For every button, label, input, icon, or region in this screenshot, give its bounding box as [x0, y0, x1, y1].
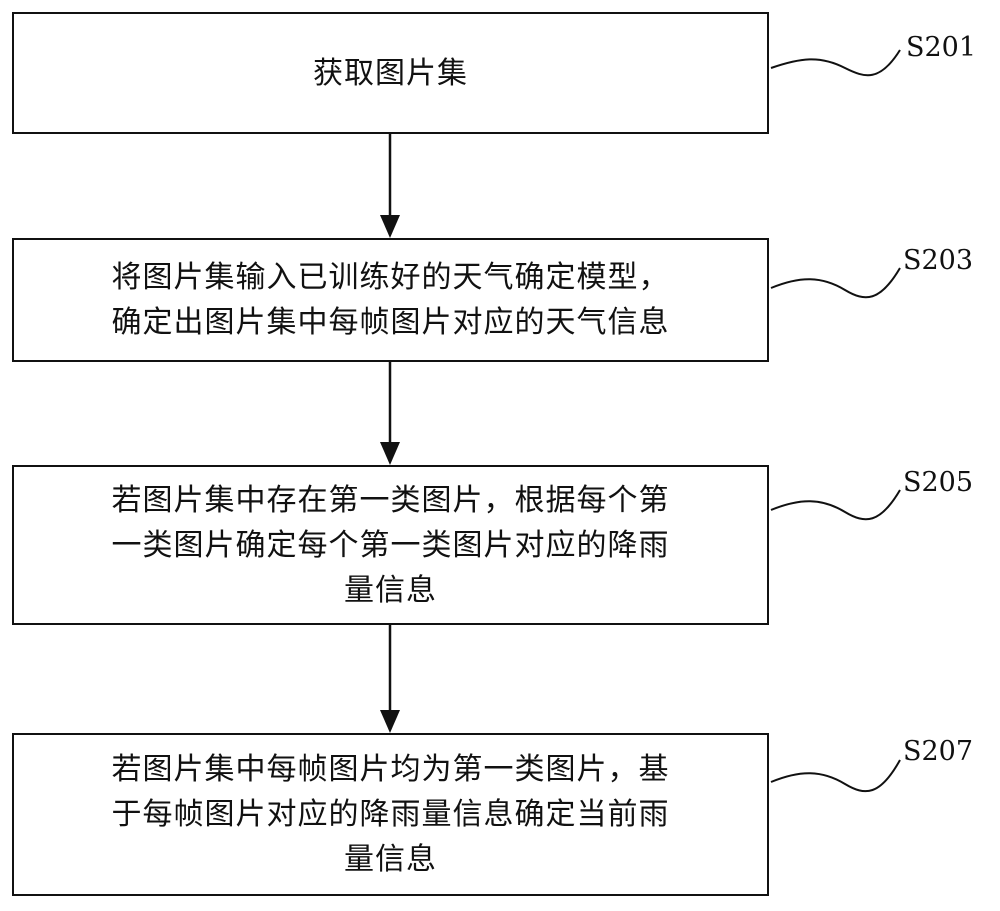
- step-text-s205: 若图片集中存在第一类图片，根据每个第 一类图片确定每个第一类图片对应的降雨 量信…: [111, 482, 670, 608]
- step-box-s201: 获取图片集: [12, 12, 769, 134]
- step-label-s203: S203: [903, 245, 974, 276]
- step-box-s203: 将图片集输入已训练好的天气确定模型， 确定出图片集中每帧图片对应的天气信息: [12, 238, 769, 362]
- arrowhead-s203: [380, 215, 400, 238]
- leader-line-s205: [770, 489, 901, 521]
- step-label-s207: S207: [903, 736, 974, 767]
- arrowhead-s205: [380, 442, 400, 465]
- step-label-s201: S201: [906, 32, 977, 63]
- step-label-s205: S205: [903, 467, 974, 498]
- step-text-s201: 获取图片集: [313, 55, 468, 91]
- arrowhead-s207: [380, 710, 400, 733]
- leader-line-s201: [770, 49, 901, 77]
- step-box-s207: 若图片集中每帧图片均为第一类图片，基 于每帧图片对应的降雨量信息确定当前雨 量信…: [12, 733, 769, 896]
- step-text-s203: 将图片集输入已训练好的天气确定模型， 确定出图片集中每帧图片对应的天气信息: [111, 260, 670, 340]
- leader-line-s203: [770, 267, 901, 299]
- leader-line-s207: [770, 759, 901, 793]
- step-text-s207: 若图片集中每帧图片均为第一类图片，基 于每帧图片对应的降雨量信息确定当前雨 量信…: [111, 752, 670, 877]
- step-box-s205: 若图片集中存在第一类图片，根据每个第 一类图片确定每个第一类图片对应的降雨 量信…: [12, 465, 769, 625]
